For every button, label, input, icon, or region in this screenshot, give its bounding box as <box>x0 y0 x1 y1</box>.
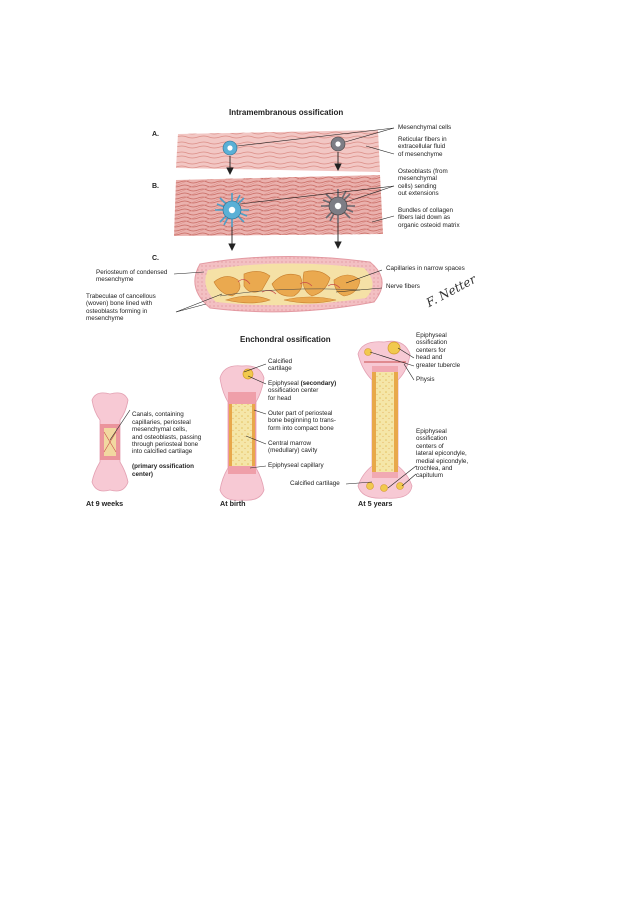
step-c-label: C. <box>152 255 159 262</box>
label-primary-center: (primary ossification center) <box>132 463 194 478</box>
osteoblast-blue <box>215 193 249 227</box>
label-periosteum: Periosteum of condensed mesenchyme <box>96 269 168 284</box>
label-calcified-cartilage-bottom: Calcified cartilage <box>290 480 340 487</box>
label-collagen-bundles: Bundles of collagen fibers laid down as … <box>398 207 460 229</box>
mesenchymal-cell-blue <box>222 140 238 156</box>
label-outer-periosteal: Outer part of periosteal bone beginning … <box>268 410 336 432</box>
mesenchymal-cell-gray <box>330 136 346 152</box>
label-epiphyseal-post: ossification center for head <box>268 387 319 402</box>
caption-9-weeks: At 9 weeks <box>86 499 124 508</box>
osteoblast-gray <box>321 189 355 223</box>
arrows-a-to-b <box>226 152 342 176</box>
step-b-label: B. <box>152 183 159 190</box>
label-mesenchymal-cells: Mesenchymal cells <box>398 124 452 131</box>
leader-lines-intramembranous <box>173 127 395 313</box>
label-trabeculae: Trabeculae of cancellous (woven) bone li… <box>86 293 156 323</box>
arrows-b-to-c <box>228 223 342 252</box>
label-epiphyseal-pre: Epiphyseal <box>268 380 301 387</box>
caption-at-birth: At birth <box>220 499 246 508</box>
leader-lines-enchondral <box>109 347 417 489</box>
label-canals: Canals, containing capillaries, perioste… <box>132 404 201 478</box>
bone-at-birth <box>219 365 265 501</box>
label-calcified-cartilage-top: Calcified cartilage <box>268 358 293 373</box>
panel-c-woven-bone <box>194 255 383 313</box>
label-epi-centers-head: Epiphyseal ossification centers for head… <box>416 332 461 369</box>
label-central-marrow: Central marrow (medullary) cavity <box>268 440 318 455</box>
label-reticular-fibers: Reticular fibers in extracellular fluid … <box>398 136 447 158</box>
panel-a-mesenchyme <box>176 130 380 172</box>
label-epi-centers-lower: Epiphyseal ossification centers of later… <box>416 428 469 480</box>
step-a-label: A. <box>152 131 159 138</box>
bone-9-weeks <box>91 392 129 492</box>
label-canals-text: Canals, containing capillaries, perioste… <box>132 411 202 456</box>
enchondral-title: Enchondral ossification <box>240 335 331 344</box>
label-osteoblasts: Osteoblasts (from mesenchymal cells) sen… <box>398 168 448 198</box>
intramembranous-title: Intramembranous ossification <box>229 108 344 117</box>
caption-5-years: At 5 years <box>358 499 393 508</box>
bone-at-5-years <box>357 340 413 499</box>
label-nerve-fibers: Nerve fibers <box>386 283 420 290</box>
label-secondary-word: (secondary) <box>300 380 337 387</box>
label-physis: Physis <box>416 376 435 383</box>
label-epiphyseal-secondary: Epiphyseal (secondary) ossification cent… <box>268 380 336 402</box>
label-epiphyseal-capillary: Epiphyseal capillary <box>268 462 324 469</box>
label-capillaries: Capillaries in narrow spaces <box>386 265 465 272</box>
